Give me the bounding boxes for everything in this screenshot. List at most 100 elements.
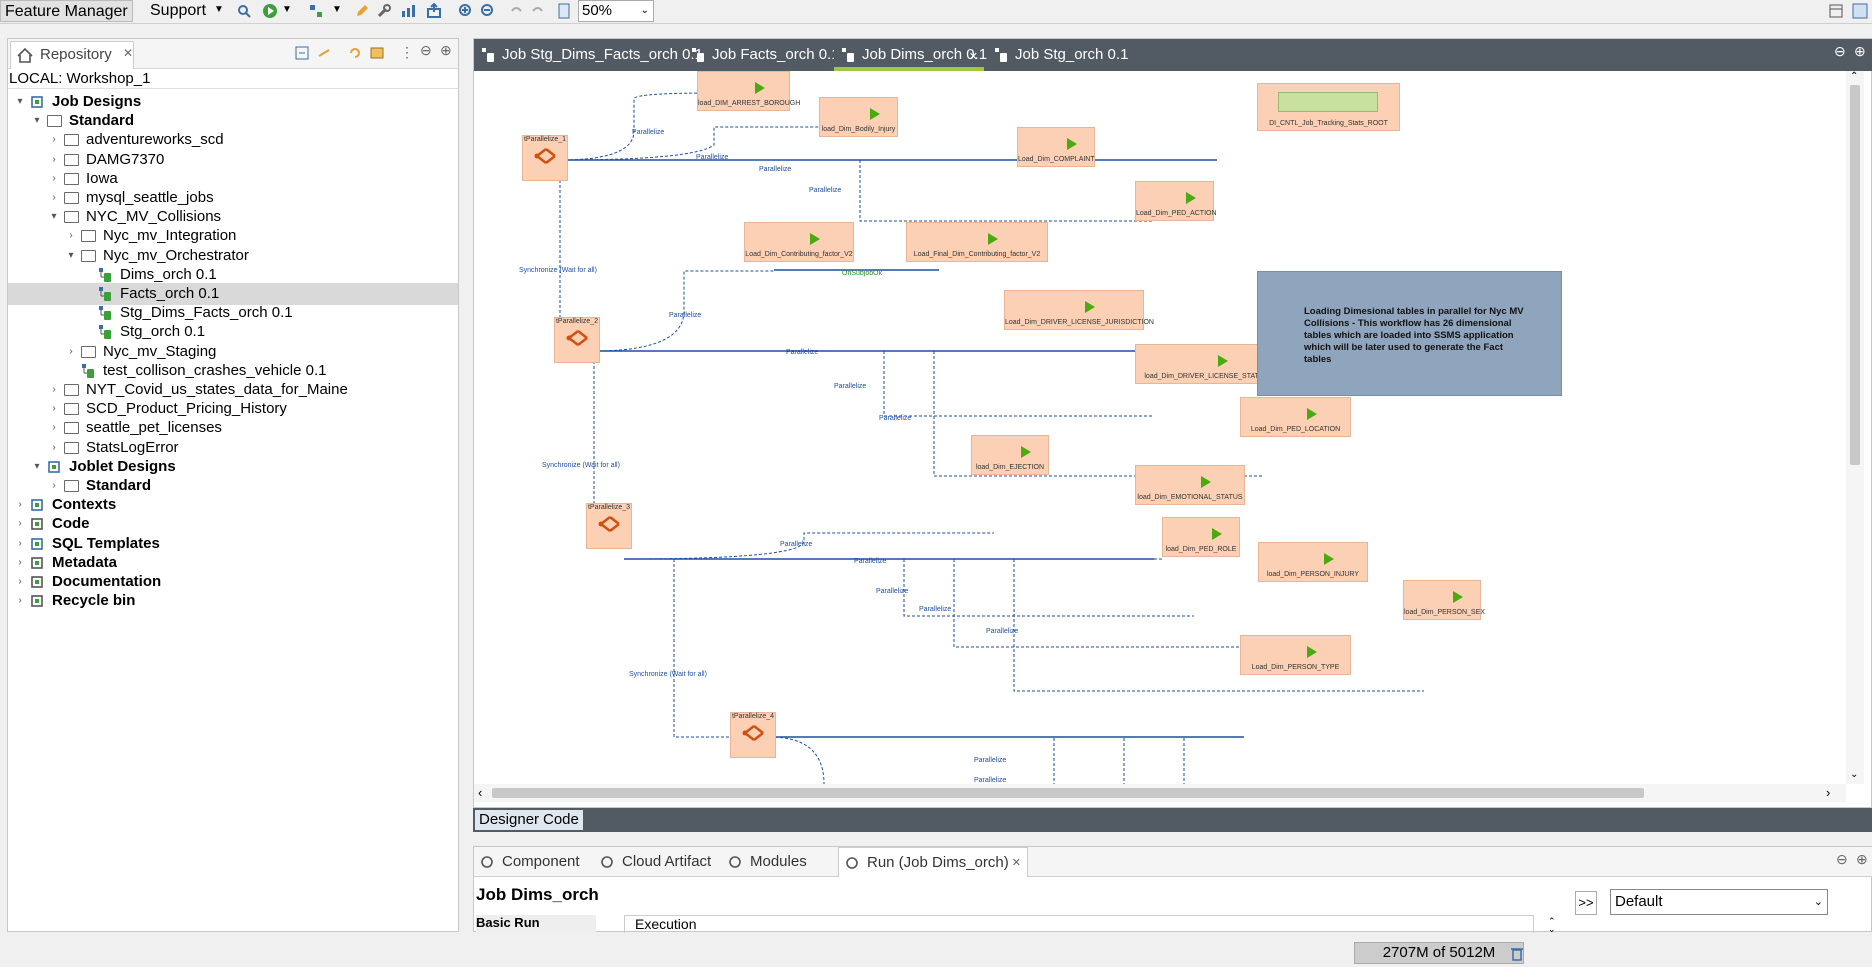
tree-item-18[interactable]: ›StatsLogError <box>8 437 458 459</box>
filter-icon[interactable] <box>370 46 384 60</box>
tree-item-13[interactable]: ›Nyc_mv_Staging <box>8 341 458 363</box>
job-icon[interactable] <box>308 3 324 19</box>
chart-icon[interactable] <box>400 3 416 19</box>
vertical-scrollbar[interactable]: ⌃ ⌄ <box>1846 71 1864 784</box>
zoom-select[interactable]: 50%⌄ <box>578 0 654 22</box>
tree-item-25[interactable]: ›Documentation <box>8 571 458 593</box>
refresh-icon[interactable] <box>348 46 362 60</box>
parallelize-link[interactable] <box>593 270 774 352</box>
job-design-canvas[interactable]: load_DIM_ARREST_BOROUGH load_Dim_Bodily_I… <box>474 71 1846 784</box>
tree-item-5[interactable]: ›mysql_seattle_jobs <box>8 187 458 209</box>
editor-maximize-icon[interactable]: ⊕ <box>1854 43 1866 59</box>
parallelize-component-3[interactable]: tParallelize_4 <box>730 712 776 758</box>
scroll-left-icon[interactable]: ‹ <box>478 785 483 800</box>
collapsed-icon[interactable]: › <box>18 537 22 549</box>
synchronize-link[interactable] <box>624 558 764 738</box>
job-component-10[interactable]: load_Dim_EMOTIONAL_STATUS <box>1135 465 1245 505</box>
redo-icon[interactable] <box>530 3 546 19</box>
job-component-14[interactable]: Load_Dim_PERSON_TYPE <box>1240 635 1351 675</box>
basic-run-tab[interactable]: Basic Run <box>476 915 596 933</box>
collapse-all-icon[interactable] <box>295 46 309 60</box>
tree-item-0[interactable]: ▾Job Designs <box>8 91 458 113</box>
tab-code[interactable]: Code <box>539 810 583 830</box>
collapsed-icon[interactable]: › <box>18 518 22 530</box>
collapsed-icon[interactable]: › <box>18 595 22 607</box>
parallelize-link[interactable] <box>594 350 1264 477</box>
tree-item-20[interactable]: ›Standard <box>8 475 458 497</box>
view-menu-icon[interactable]: ⋮ <box>400 44 414 60</box>
job-component-5[interactable]: Load_Final_Dim_Contributing_factor_V2 <box>906 222 1048 262</box>
bottom-tab-3[interactable]: Run (Job Dims_orch)✕ <box>838 847 1028 877</box>
tree-item-1[interactable]: ▾Standard <box>8 110 458 132</box>
expanded-icon[interactable]: ▾ <box>17 96 23 107</box>
expand-context-button[interactable]: >> <box>1575 891 1597 915</box>
tree-item-24[interactable]: ›Metadata <box>8 552 458 574</box>
expanded-icon[interactable]: ▾ <box>68 249 74 261</box>
vertical-scroll-thumb[interactable] <box>1850 85 1860 465</box>
run-icon[interactable] <box>262 3 278 19</box>
collapsed-icon[interactable]: › <box>52 153 56 165</box>
expanded-icon[interactable]: ▾ <box>51 211 57 223</box>
collapsed-icon[interactable]: › <box>52 480 56 491</box>
expanded-icon[interactable]: ▾ <box>34 115 40 127</box>
expanded-icon[interactable]: ▾ <box>34 460 40 472</box>
collapsed-icon[interactable]: › <box>18 576 22 587</box>
minimize-icon[interactable]: ⊖ <box>420 42 432 58</box>
tree-item-16[interactable]: ›SCD_Product_Pricing_History <box>8 398 458 420</box>
collapsed-icon[interactable]: › <box>52 384 56 395</box>
feature-manager-button[interactable]: Feature Manager <box>0 0 133 22</box>
tree-item-15[interactable]: ›NYT_Covid_us_states_data_for_Maine <box>8 379 458 401</box>
collapsed-icon[interactable]: › <box>52 441 56 453</box>
context-select[interactable]: Default⌄ <box>1610 889 1828 915</box>
job-component-8[interactable]: Load_Dim_PED_LOCATION <box>1240 397 1351 437</box>
collapsed-icon[interactable]: › <box>69 345 73 357</box>
tree-item-4[interactable]: ›Iowa <box>8 168 458 190</box>
job-component-1[interactable]: load_Dim_Bodily_Injury <box>819 97 898 137</box>
trash-icon[interactable] <box>1510 946 1524 962</box>
collapsed-icon[interactable]: › <box>69 230 73 242</box>
wrench-icon[interactable] <box>376 3 392 19</box>
bottom-tab-0[interactable]: Component <box>474 847 586 877</box>
repository-tab[interactable]: Repository <box>10 41 134 69</box>
page-icon[interactable] <box>556 3 572 19</box>
collapsed-icon[interactable]: › <box>18 499 22 511</box>
workflow-note[interactable]: Loading Dimesional tables in parallel fo… <box>1257 271 1562 396</box>
search-icon[interactable] <box>236 3 252 19</box>
parallelize-link[interactable] <box>560 159 1154 222</box>
job-component-0[interactable]: load_DIM_ARREST_BOROUGH <box>697 71 800 111</box>
zoom-out-icon[interactable] <box>480 3 496 19</box>
run-dropdown-icon[interactable]: ▼ <box>282 4 292 15</box>
tree-item-19[interactable]: ▾Joblet Designs <box>8 456 458 478</box>
support-menu-button[interactable]: Support <box>150 2 207 19</box>
stats-component[interactable]: DI_CNTL_Job_Tracking_Stats_ROOT <box>1257 83 1400 131</box>
zoom-in-icon[interactable] <box>458 3 474 19</box>
tab-designer[interactable]: Designer <box>475 810 544 830</box>
job-component-3[interactable]: Load_Dim_PED_ACTION <box>1135 181 1217 221</box>
tree-item-22[interactable]: ›Code <box>8 513 458 535</box>
editor-tab-0[interactable]: Job Stg_Dims_Facts_orch 0.1 <box>474 39 703 71</box>
parallelize-link[interactable] <box>770 736 1185 784</box>
parallelize-component-0[interactable]: tParallelize_1 <box>522 135 568 181</box>
support-dropdown-icon[interactable]: ▼ <box>214 4 224 15</box>
bottom-tab-1[interactable]: Cloud Artifact <box>594 847 722 877</box>
tree-item-11[interactable]: Stg_Dims_Facts_orch 0.1 <box>8 302 458 324</box>
job-dropdown-icon[interactable]: ▼ <box>332 4 342 15</box>
scroll-right-icon[interactable]: › <box>1826 785 1831 800</box>
job-component-4[interactable]: Load_Dim_Contributing_factor_V2 <box>744 222 854 262</box>
edit-icon[interactable] <box>354 3 370 19</box>
undo-icon[interactable] <box>508 3 524 19</box>
editor-tab-3[interactable]: Job Stg_orch 0.1 <box>987 39 1137 71</box>
designer-perspective-icon[interactable] <box>1852 3 1868 19</box>
parallelize-component-1[interactable]: tParallelize_2 <box>554 317 600 363</box>
bottom-tab-2[interactable]: Modules <box>722 847 828 877</box>
close-icon[interactable]: ✕ <box>123 46 134 60</box>
tree-item-17[interactable]: ›seattle_pet_licenses <box>8 417 458 439</box>
spinner-icon[interactable]: ⌃⌄ <box>1548 916 1556 934</box>
panel-maximize-icon[interactable]: ⊕ <box>1856 851 1868 867</box>
perspective-icon[interactable] <box>1828 3 1844 19</box>
tree-item-12[interactable]: Stg_orch 0.1 <box>8 321 458 343</box>
close-tab-icon[interactable]: ✕ <box>1011 857 1021 869</box>
collapsed-icon[interactable]: › <box>52 422 56 434</box>
horizontal-scroll-thumb[interactable] <box>492 788 1644 798</box>
parallelize-link[interactable] <box>770 736 1055 784</box>
